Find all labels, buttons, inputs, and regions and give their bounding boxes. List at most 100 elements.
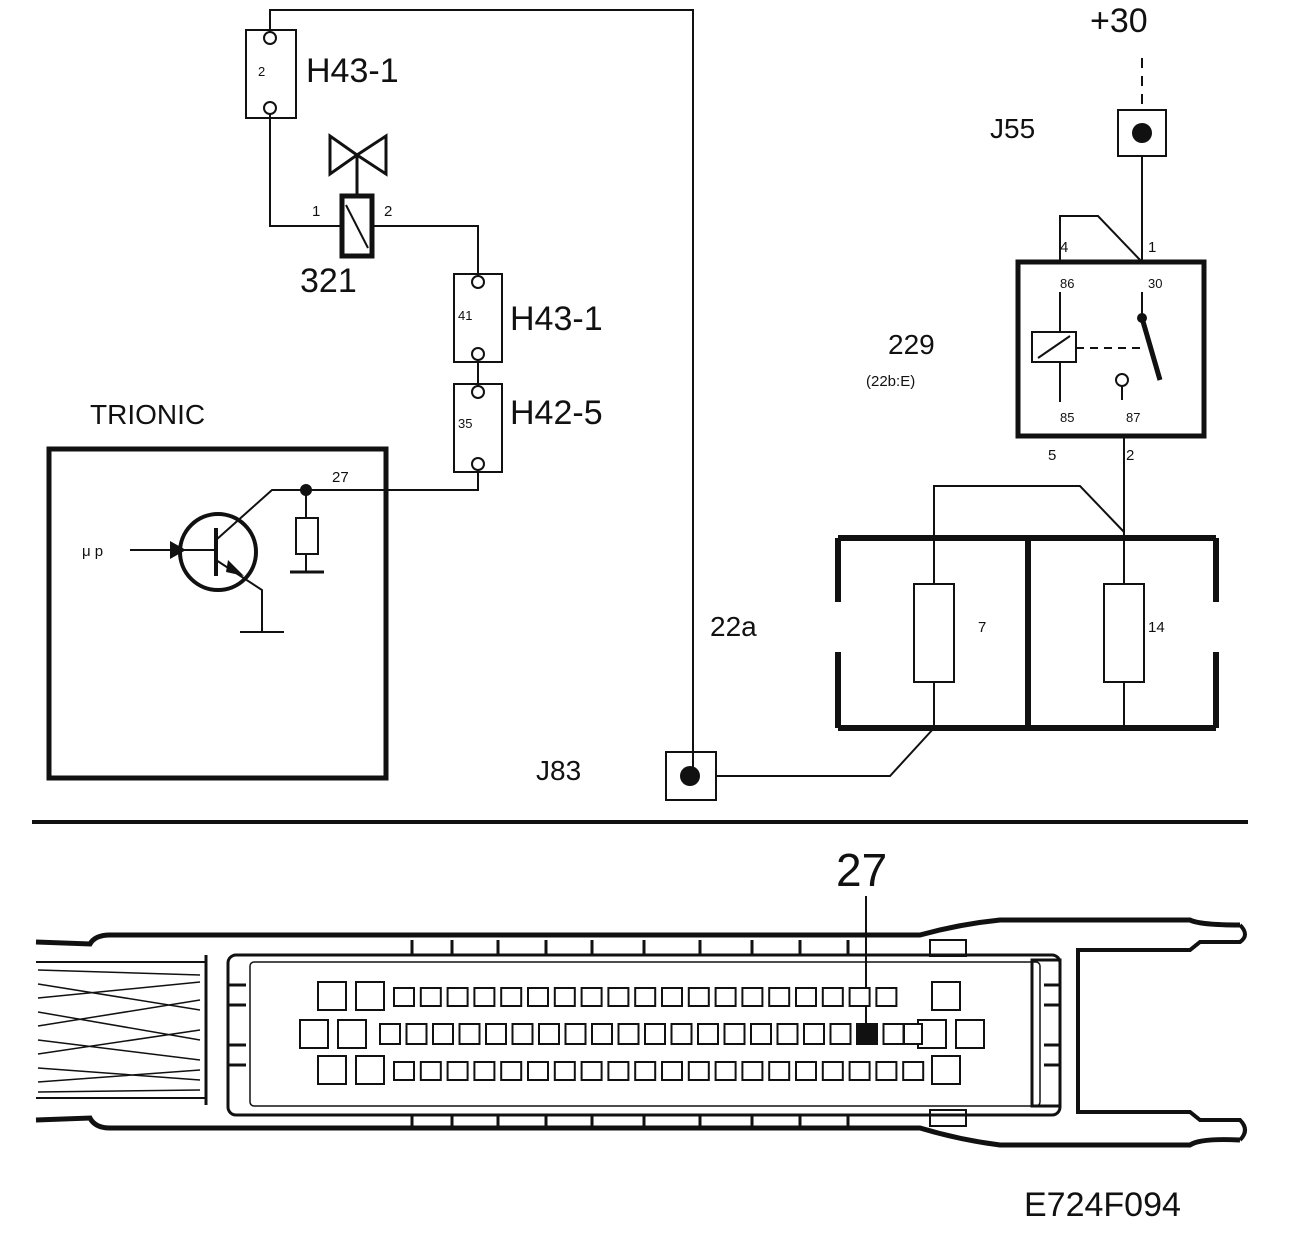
label-plus30: +30 [1090, 2, 1148, 40]
j83-dot [680, 766, 700, 786]
pin-cavity [500, 1061, 523, 1081]
pin-cavity [617, 1023, 640, 1045]
pin-cavities [299, 981, 985, 1085]
wire-h43-to-j83 [269, 9, 694, 772]
pin-cavity [875, 987, 898, 1007]
pin-cavity [393, 987, 415, 1007]
label-h43-1-top: H43-1 [306, 52, 399, 90]
pin-cavity [776, 1023, 799, 1045]
pin-cavity [931, 981, 961, 1011]
pin-cavity [955, 1019, 985, 1049]
label-321: 321 [300, 262, 357, 300]
relay-pin-1: 1 [1148, 239, 1156, 256]
pin-cavity [821, 1061, 844, 1081]
pin-cavity [419, 987, 442, 1007]
pin-cavity [553, 987, 576, 1007]
pin-cavity [903, 1023, 923, 1045]
relay-pin-30: 30 [1148, 276, 1162, 291]
label-h42-5: H42-5 [510, 394, 603, 432]
pin-cavity [821, 987, 844, 1007]
valve-pin-1: 1 [312, 203, 320, 220]
pin-cavity [697, 1023, 719, 1045]
fuse-14-label: 14 [1148, 619, 1165, 636]
h42-pin: 35 [458, 416, 472, 431]
pin-cavity [848, 987, 871, 1007]
ecu-connector [35, 896, 1247, 1148]
trionic-pin-27: 27 [332, 469, 349, 486]
relay-pin-2: 2 [1126, 447, 1134, 464]
pin-cavity [670, 1023, 693, 1045]
label-229-sub: (22b:E) [866, 373, 915, 390]
pin-cavity [795, 1061, 817, 1081]
pin-cavity [714, 987, 737, 1007]
pin-cavity [446, 987, 469, 1007]
label-trionic: TRIONIC [90, 399, 205, 430]
relay-pin-87: 87 [1126, 410, 1140, 425]
pin-cavity [580, 987, 603, 1007]
connector-j83 [665, 751, 717, 801]
label-j83: J83 [536, 755, 581, 786]
pin-cavity [538, 1023, 560, 1045]
pin-cavity [591, 1023, 613, 1045]
label-mu-p: μ p [82, 543, 103, 560]
pin-cavity [511, 1023, 534, 1045]
pin-cavity [337, 1019, 367, 1049]
j55-dot [1132, 123, 1152, 143]
fuse-box-22a [835, 535, 1219, 731]
pin-cavity [527, 1061, 549, 1081]
valve-symbol [328, 133, 360, 177]
pin-cavity [553, 1061, 576, 1081]
h43-top-pin: 2 [258, 64, 265, 79]
pin-cavity [795, 987, 817, 1007]
label-229: 229 [888, 329, 935, 360]
relay-pin-5: 5 [1048, 447, 1056, 464]
pin-cavity [446, 1061, 469, 1081]
pin-cavity [405, 1023, 428, 1045]
valve-pin-2: 2 [384, 203, 392, 220]
pin-cavity [580, 1061, 603, 1081]
pin-cavity [355, 981, 385, 1011]
pin-cavity [634, 1061, 657, 1081]
fuse-7-label: 7 [978, 619, 986, 636]
pin-cavity [317, 981, 347, 1011]
label-h43-1-mid: H43-1 [510, 300, 603, 338]
relay-switch [1139, 317, 1163, 381]
pin-cavity [317, 1055, 347, 1085]
pin-cavity [299, 1019, 329, 1049]
relay-229 [1015, 259, 1207, 439]
pin-cavity [882, 1023, 905, 1045]
pin-cavity [644, 1023, 666, 1045]
pin-cavity [848, 1061, 871, 1081]
label-j55: J55 [990, 113, 1035, 144]
pin-cavity [741, 987, 764, 1007]
relay-pin-4: 4 [1060, 239, 1068, 256]
figure-code: E724F094 [1024, 1186, 1181, 1224]
pin-cavity [768, 987, 791, 1007]
pin-cavity [723, 1023, 746, 1045]
pin-cavity [829, 1023, 852, 1045]
h43-mid-pin: 41 [458, 308, 472, 323]
pin-cavity [875, 1061, 898, 1081]
pin-cavity [634, 987, 657, 1007]
pin-cavity [473, 987, 496, 1007]
relay-pin-86: 86 [1060, 276, 1074, 291]
pin-cavity [803, 1023, 825, 1045]
pin-cavity [687, 1061, 710, 1081]
pin-cavity [661, 987, 683, 1007]
pin-cavity [607, 1061, 630, 1081]
pin-cavity [419, 1061, 442, 1081]
pin-cavity [661, 1061, 683, 1081]
junction-dot [300, 484, 312, 496]
pin-cavity [856, 1023, 878, 1045]
label-pin-27-big: 27 [836, 844, 887, 896]
pin-cavity [902, 1061, 925, 1081]
pin-cavity [741, 1061, 764, 1081]
pin-cavity [500, 987, 523, 1007]
pin-cavity [379, 1023, 401, 1045]
pin-cavity [485, 1023, 507, 1045]
pin-cavity [714, 1061, 737, 1081]
pin-cavity [931, 1055, 961, 1085]
pin-cavity [564, 1023, 587, 1045]
trionic-box [46, 446, 389, 781]
